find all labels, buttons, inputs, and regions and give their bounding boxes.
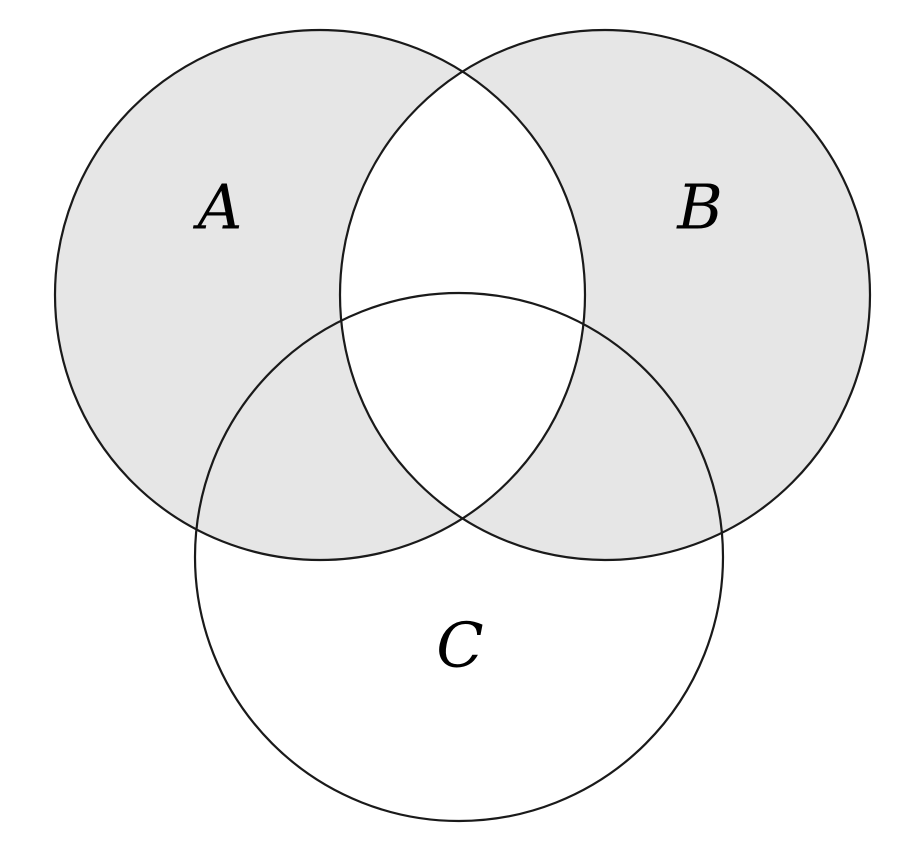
- set-label-c: C: [436, 609, 483, 682]
- set-label-a: A: [193, 171, 243, 244]
- set-circle-a[interactable]: [53, 28, 587, 562]
- set-circle-b[interactable]: [338, 28, 872, 562]
- set-label-b: B: [676, 171, 723, 244]
- set-circle-c[interactable]: [193, 291, 725, 823]
